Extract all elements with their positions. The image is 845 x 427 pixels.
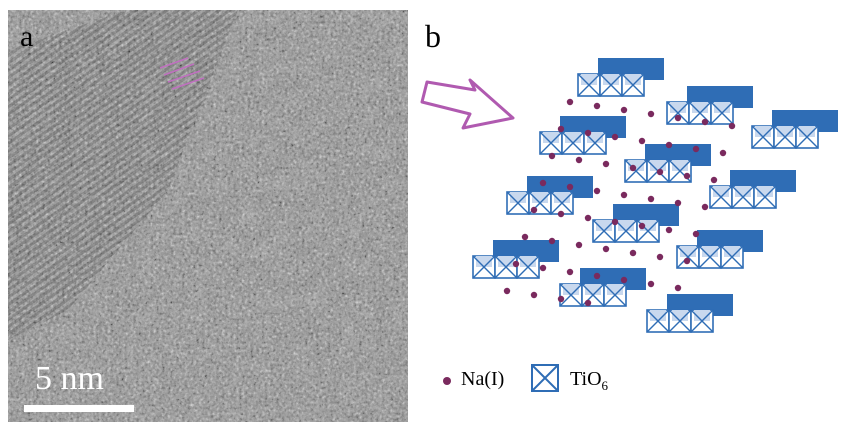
na-dot — [701, 203, 709, 211]
na-dot — [629, 249, 637, 257]
na-dot — [620, 276, 628, 284]
na-dot — [539, 264, 547, 272]
octahedra-chain — [676, 230, 763, 269]
na-dot — [503, 287, 511, 295]
na-dot — [593, 102, 601, 110]
octahedra-chain — [472, 240, 559, 279]
na-dot — [557, 210, 565, 218]
octahedra-chain — [559, 268, 646, 307]
na-dot — [647, 195, 655, 203]
layered-structure-diagram — [415, 40, 845, 340]
octahedra-chain — [646, 294, 733, 333]
na-dot — [566, 268, 574, 276]
na-dot — [557, 295, 565, 303]
na-dot — [647, 280, 655, 288]
na-dot — [584, 214, 592, 222]
na-dot — [656, 253, 664, 261]
na-dot — [674, 114, 682, 122]
panel-a-label: a — [20, 20, 34, 53]
na-dot — [665, 141, 673, 149]
na-dot — [692, 145, 700, 153]
na-dot — [719, 149, 727, 157]
na-dot — [521, 233, 529, 241]
na-dot-icon — [443, 377, 451, 385]
na-dot — [584, 129, 592, 137]
na-dot — [557, 125, 565, 133]
na-dot — [548, 237, 556, 245]
na-dot — [566, 183, 574, 191]
na-dot — [611, 133, 619, 141]
na-dot — [710, 176, 718, 184]
na-dot — [530, 206, 538, 214]
na-dot — [728, 122, 736, 130]
na-dot — [656, 168, 664, 176]
na-dot — [701, 118, 709, 126]
na-dot — [539, 179, 547, 187]
panel-b-label: b — [425, 18, 441, 54]
na-dot — [611, 218, 619, 226]
octahedra-chain — [751, 110, 838, 149]
na-dot — [638, 222, 646, 230]
na-dot — [665, 226, 673, 234]
octahedra-chain — [506, 176, 593, 215]
na-dot — [620, 191, 628, 199]
na-dot — [602, 245, 610, 253]
na-dot — [593, 272, 601, 280]
tem-micrograph — [8, 10, 408, 422]
na-dot — [683, 172, 691, 180]
na-dot — [620, 106, 628, 114]
na-dot — [548, 152, 556, 160]
na-dot — [692, 230, 700, 238]
lattice-fringe-marker — [159, 57, 205, 90]
na-dot — [683, 257, 691, 265]
na-dot — [512, 260, 520, 268]
octahedra-chain — [539, 116, 626, 155]
na-dot — [584, 299, 592, 307]
na-dot — [647, 110, 655, 118]
octahedra-chain — [709, 170, 796, 209]
na-dot — [593, 187, 601, 195]
scale-bar-label: 5 nm — [35, 360, 104, 397]
na-dot — [674, 199, 682, 207]
na-dot — [629, 164, 637, 172]
octahedra-chain — [577, 58, 664, 97]
legend-tio6-label: TiO6 — [570, 368, 609, 393]
scale-bar — [24, 405, 134, 412]
na-dot — [575, 156, 583, 164]
na-dot — [575, 241, 583, 249]
na-dot — [638, 137, 646, 145]
na-dot — [566, 98, 574, 106]
octahedra-chain — [592, 204, 679, 243]
na-dot — [602, 160, 610, 168]
arrow-right-outline-icon — [420, 78, 515, 130]
legend-na-label: Na(I) — [461, 368, 505, 390]
tio6-octahedron-icon — [531, 364, 559, 397]
na-dot — [530, 291, 538, 299]
na-dot — [674, 284, 682, 292]
